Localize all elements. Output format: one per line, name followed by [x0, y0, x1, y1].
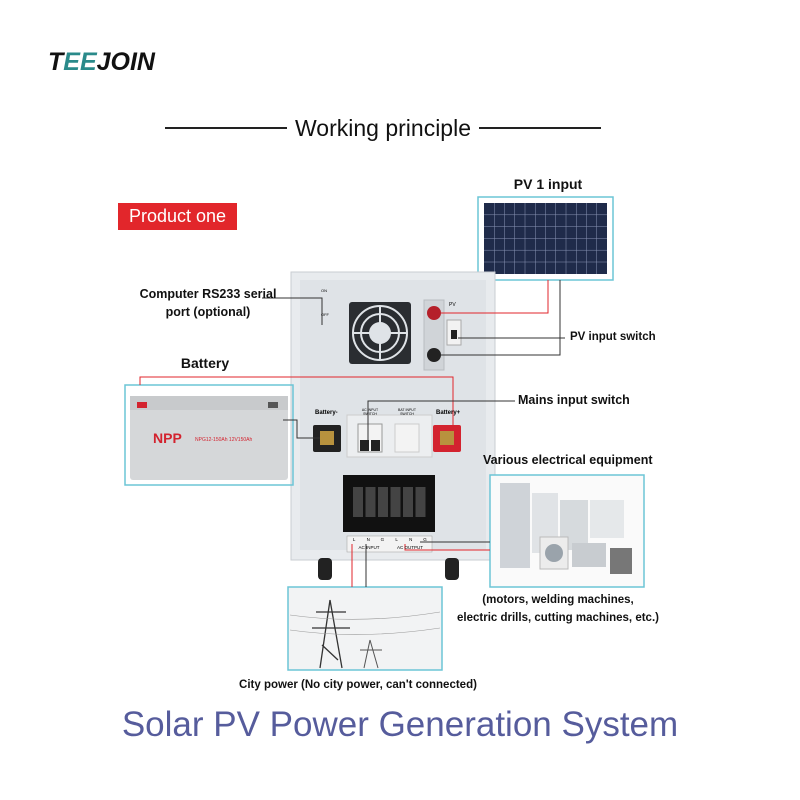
product-badge: Product one	[118, 203, 237, 230]
appliances-image	[489, 474, 645, 588]
pv-panel	[477, 196, 614, 281]
terminal-screw	[365, 487, 376, 517]
section-heading: Working principle	[165, 112, 602, 144]
fan-icon	[349, 302, 411, 364]
battery-label: Battery	[180, 355, 230, 371]
terminal-label: G	[423, 537, 427, 542]
pv-input-switch-label: PV input switch	[570, 331, 656, 343]
terminal-screw	[378, 487, 388, 517]
battery-model: NPG12-150Ah 12V150Ah	[195, 437, 252, 443]
pv-input-label: PV 1 input	[513, 176, 583, 192]
battery-brand: NPP	[153, 430, 182, 446]
wire-battery-negative	[283, 419, 320, 439]
terminal-screw	[390, 487, 401, 517]
footer-title: Solar PV Power Generation System	[121, 705, 679, 744]
terminal-label: L	[352, 537, 356, 542]
city-power-label: City power (No city power, can't connect…	[239, 679, 477, 691]
ac-input-label: AC INPUT	[358, 545, 380, 550]
terminal-label: L	[395, 537, 398, 542]
terminal-label: G	[380, 537, 385, 542]
battery-plus-label: Battery+	[436, 410, 461, 416]
rs233-label-line2: port (optional)	[165, 305, 251, 319]
divider	[165, 127, 288, 129]
equipment-label: Various electrical equipment	[483, 453, 653, 467]
pv-switch-label: PV	[449, 302, 456, 308]
equipment-note-line1: (motors, welding machines,	[482, 594, 634, 606]
ac-output-label: AC OUTPUT	[396, 545, 423, 550]
inverter	[290, 271, 496, 580]
terminal-label: N	[366, 537, 370, 542]
ac-input-switch-label: AC INPUT SWITCH	[361, 408, 379, 416]
bat-input-switch-label: BAT INPUT SWITCH	[398, 408, 416, 416]
wire-pv-positive	[441, 280, 549, 314]
terminal-screw	[353, 487, 363, 517]
battery-minus-label: Battery-	[315, 410, 338, 416]
power-tower-image	[287, 586, 443, 671]
terminal-screw	[415, 487, 426, 517]
page-title: Working principle	[295, 114, 471, 141]
divider	[479, 127, 602, 129]
battery: NPP NPG12-150Ah 12V150Ah	[124, 384, 294, 486]
terminal-screw	[403, 487, 413, 517]
equipment-note-line2: electric drills, cutting machines, etc.)	[457, 612, 659, 624]
rs233-label-line1: Computer RS233 serial	[139, 287, 277, 301]
off-label: OFF	[321, 312, 329, 317]
logo: TEEJOIN	[48, 48, 155, 76]
terminal-label: N	[409, 537, 413, 542]
mains-input-switch-label: Mains input switch	[518, 393, 630, 407]
wire-pv-negative	[441, 280, 561, 356]
on-label: ON	[321, 288, 327, 293]
